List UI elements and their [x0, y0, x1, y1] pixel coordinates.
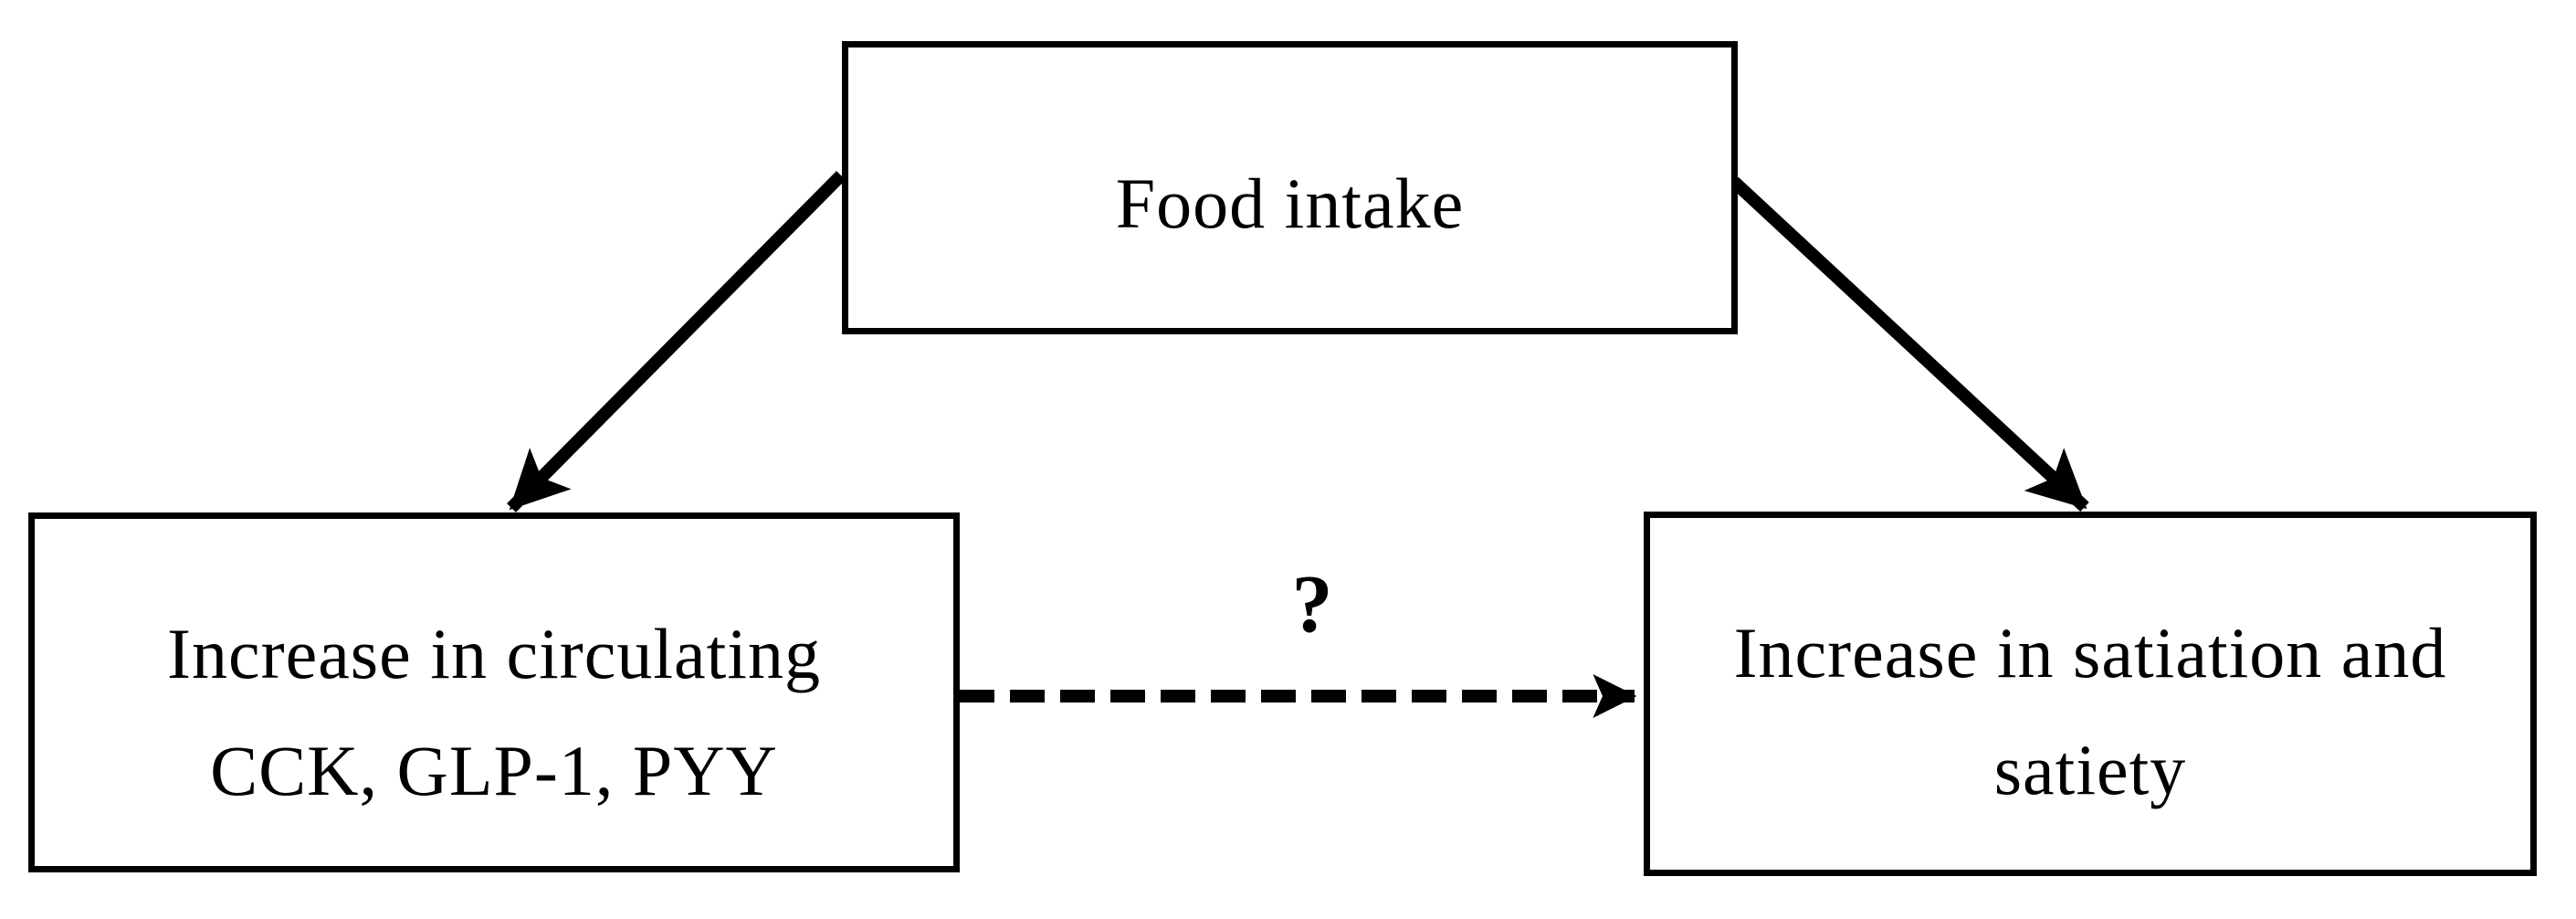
arrow-food-to-hormones	[507, 171, 846, 512]
node-food-intake-label: Food intake	[1115, 163, 1465, 243]
question-mark-label: ?	[1291, 559, 1333, 650]
arrow-food-to-satiety	[1730, 176, 2089, 512]
node-hormones: Increase in circulating CCK, GLP-1, PYY	[28, 512, 960, 872]
node-satiety-label-line2: satiety	[1993, 729, 2187, 809]
node-hormones-label-line2: CCK, GLP-1, PYY	[210, 731, 778, 810]
node-satiety: Increase in satiation and satiety	[1644, 512, 2537, 876]
node-food-intake: Food intake	[842, 41, 1738, 334]
node-hormones-label-line1: Increase in circulating	[167, 614, 821, 693]
node-satiety-label-line1: Increase in satiation and	[1733, 612, 2447, 692]
